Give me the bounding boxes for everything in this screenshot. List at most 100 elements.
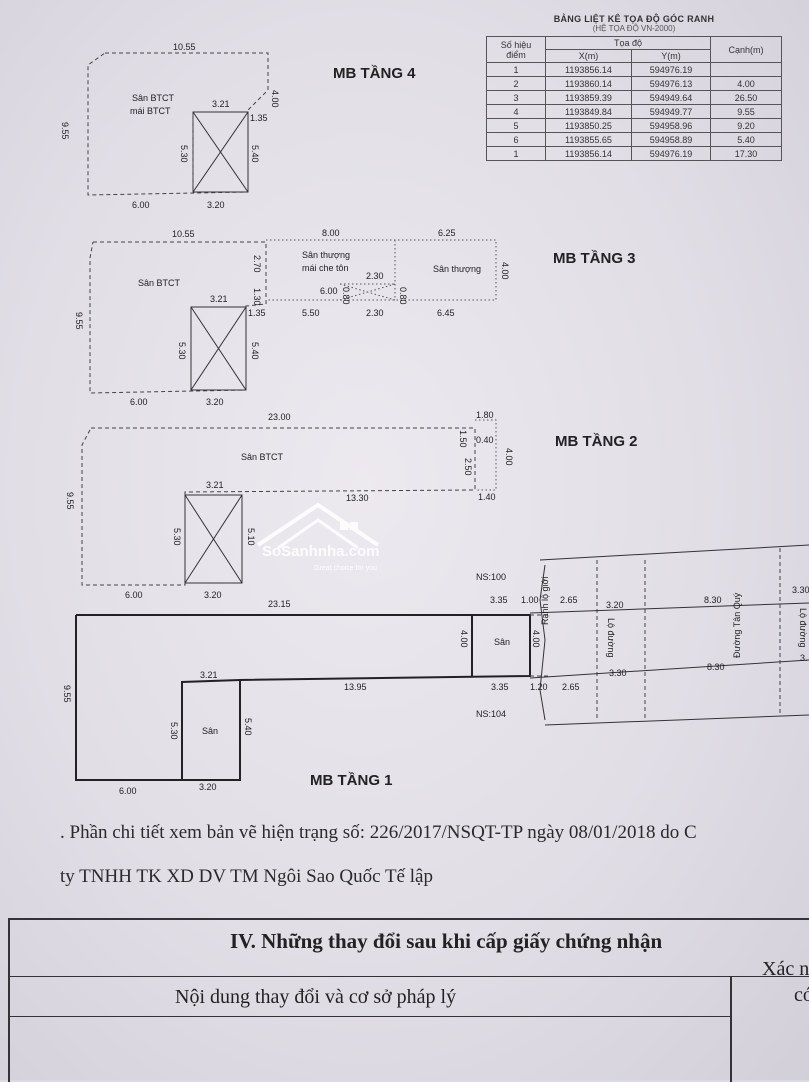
cell-edge: 9.55 [710, 104, 782, 119]
cell-x: 1193856.14 [545, 62, 632, 77]
room-label: Sân BTCT [132, 93, 175, 103]
cell-edge: 5.40 [710, 132, 782, 147]
floor-title: MB TẦNG 3 [553, 250, 636, 267]
dim-label: 6.00 [130, 397, 148, 407]
cell-point: 1 [486, 146, 546, 161]
cell-edge [710, 62, 782, 77]
watermark-tagline: Great choice for you [314, 565, 377, 572]
cell-x: 1193849.84 [545, 104, 632, 119]
dim-label: 3.21 [206, 480, 224, 490]
dim-label: 2.30 [366, 271, 384, 281]
col-header-confirm-2: có [794, 984, 809, 1006]
dim-label: 0.80 [398, 287, 408, 305]
room-label: mái che tôn [302, 263, 349, 273]
dim-label: 6.25 [438, 228, 456, 238]
changes-col-content: Nội dung thay đổi và cơ sở pháp lý [10, 976, 732, 1082]
road-label: Rạnh lộ giới [540, 577, 550, 625]
watermark-logo: SoSanhnha.com Great choice for you [256, 502, 380, 572]
dim-label: 3.21 [212, 99, 230, 109]
dim-label: 5.30 [172, 528, 182, 546]
dim-label: 2.50 [463, 458, 473, 476]
room-label: Sân BTCT [138, 278, 181, 288]
section-title: IV. Những thay đổi sau khi cấp giấy chứn… [230, 929, 663, 953]
header-point: Số hiệu điểm [486, 36, 546, 63]
dim-label: 10.55 [172, 229, 195, 239]
cell-point: 5 [486, 118, 546, 133]
changes-table: IV. Những thay đổi sau khi cấp giấy chứn… [8, 918, 809, 1082]
dim-label: 1.30 [252, 288, 262, 306]
dim-label: 9.55 [62, 685, 72, 703]
dim-label: 5.30 [177, 342, 187, 360]
room-label: Sân [202, 726, 218, 736]
cell-y: 594976.19 [630, 62, 712, 77]
dim-label: 5.40 [250, 342, 260, 360]
dim-label: 3.30 [609, 668, 627, 678]
dim-label: 2.65 [560, 595, 578, 605]
note-line: ty TNHH TK XD DV TM Ngôi Sao Quốc Tế lập [60, 866, 433, 887]
dim-label: 1.20 [530, 682, 548, 692]
dim-label: 13.95 [344, 682, 367, 692]
dim-label: 23.15 [268, 599, 291, 609]
dim-label: 5.30 [179, 145, 189, 163]
cell-point: 1 [486, 62, 546, 77]
road-label: Lộ đường [606, 618, 616, 657]
cell-point: 3 [486, 90, 546, 105]
floor4-plan: 10.55 4.00 9.55 3.21 1.35 5.30 5.40 6.00… [60, 42, 416, 210]
header-edge: Cạnh(m) [710, 36, 782, 63]
dim-label: 2.70 [252, 255, 262, 273]
dim-label: 8.30 [707, 662, 725, 672]
dim-label: 9.55 [60, 122, 70, 140]
dim-label: 2.65 [562, 682, 580, 692]
dim-label: 6.00 [119, 786, 137, 796]
dim-label: 3.21 [200, 670, 218, 680]
floor2-plan: 23.00 1.80 1.50 0.40 2.50 4.00 3.21 13.3… [65, 410, 638, 600]
note-line: . Phần chi tiết xem bản vẽ hiện trạng số… [60, 822, 697, 843]
dim-label: 0.80 [341, 287, 351, 305]
watermark-brand: SoSanhnha.com [262, 543, 380, 560]
cell-point: 4 [486, 104, 546, 119]
header-coord: Tọa độ [545, 36, 711, 50]
cell-edge: 9.20 [710, 118, 782, 133]
dim-label: 4.00 [504, 448, 514, 466]
table-title: BẢNG LIỆT KÊ TỌA ĐỘ GÓC RANH [553, 14, 715, 24]
dim-label: 5.50 [302, 308, 320, 318]
cell-x: 1193860.14 [545, 76, 632, 91]
dim-label: 13.30 [346, 493, 369, 503]
dim-label: 3.20 [204, 590, 222, 600]
dim-label: 3.21 [210, 294, 228, 304]
header-x: X(m) [545, 49, 632, 63]
dim-label: 1.35 [248, 308, 266, 318]
floor-title: MB TẦNG 1 [310, 772, 393, 789]
cell-edge: 17.30 [710, 146, 782, 161]
floor3-plan: 10.55 8.00 6.25 2.70 1.30 4.00 2.30 6.00… [74, 228, 636, 407]
dim-label: 3.35 [491, 682, 509, 692]
floor-plans: 10.55 4.00 9.55 3.21 1.35 5.30 5.40 6.00… [60, 42, 809, 796]
cell-edge: 4.00 [710, 76, 782, 91]
col-header-confirm: Xác n [762, 958, 809, 980]
divider [10, 1016, 730, 1017]
dim-label: 6.00 [125, 590, 143, 600]
dim-label: 1.00 [521, 595, 539, 605]
floor1-plan: 23.15 3.35 1.00 2.65 3.20 8.30 3.30 4.00… [62, 544, 809, 796]
header-y: Y(m) [630, 49, 712, 63]
dim-label: 3.20 [206, 397, 224, 407]
cell-x: 1193859.39 [545, 90, 632, 105]
cell-point: 6 [486, 132, 546, 147]
dim-label: 5.40 [243, 718, 253, 736]
dim-label: 5.40 [250, 145, 260, 163]
cell-x: 1193850.25 [545, 118, 632, 133]
dim-label: 3.20 [199, 782, 217, 792]
ns-label: NS:104 [476, 709, 506, 719]
dim-label: 10.55 [173, 42, 196, 52]
dim-label: 3.20 [207, 200, 225, 210]
dim-label: 4.00 [270, 90, 280, 108]
dim-label: 4.00 [531, 630, 541, 648]
room-label: Sân thượng [433, 264, 481, 274]
dim-label: 4.00 [500, 262, 510, 280]
